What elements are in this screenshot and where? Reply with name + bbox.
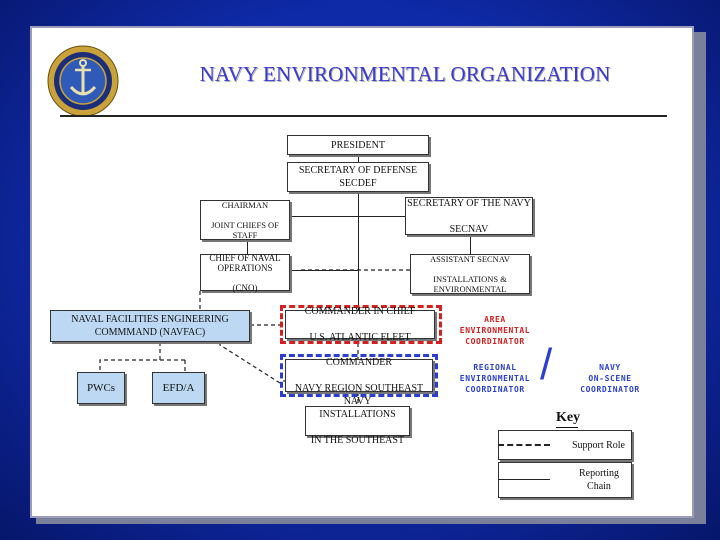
chairman-box: CHAIRMAN JOINT CHIEFS OF STAFF — [200, 200, 290, 240]
line-president-secdef — [358, 155, 359, 162]
region-highlight — [280, 354, 438, 397]
secnav-box: SECRETARY OF THE NAVY SECNAV — [405, 197, 533, 235]
cnrse-box: COMMANDER NAVY REGION SOUTHEAST — [285, 357, 433, 394]
installations-box: NAVY INSTALLATIONS IN THE SOUTHEAST — [305, 396, 410, 446]
secdef-box: SECRETARY OF DEFENSE SECDEF — [287, 162, 429, 192]
asn-box: ASSISTANT SECNAV INSTALLATIONS & ENVIRON… — [410, 254, 530, 294]
navy-seal-icon — [47, 45, 119, 117]
title-divider — [60, 115, 667, 117]
cinclant-box: COMMANDER IN CHIEF U.S. ATLANTIC FLEET — [285, 306, 435, 343]
key-title: Key — [556, 410, 581, 425]
key-support-line — [498, 444, 550, 446]
key-title-underline — [556, 427, 578, 428]
area-highlight — [280, 305, 442, 344]
regional-coordinator-label: REGIONAL ENVIRONMENTAL COORDINATOR — [459, 363, 531, 394]
line-secdef-branch — [358, 192, 359, 322]
key-reporting-label: Reporting Chain — [579, 468, 619, 492]
slash-icon: / — [540, 340, 553, 389]
osc-coordinator-label: NAVY ON-SCENE COORDINATOR — [580, 363, 640, 394]
key-support-label: Support Role — [571, 439, 625, 451]
page-title: NAVY ENVIRONMENTAL ORGANIZATION — [199, 62, 611, 86]
president-box: PRESIDENT — [287, 135, 429, 155]
navfac-box: NAVAL FACILITIES ENGINEERING COMMMAND (N… — [50, 310, 250, 342]
area-coordinator-label: AREA ENVIRONMENTAL COORDINATOR — [459, 315, 531, 346]
cno-box: CHIEF OF NAVAL OPERATIONS (CNO) — [200, 253, 290, 293]
key-reporting-box: Reporting Chain — [498, 462, 632, 498]
efda-box: EFD/A — [152, 372, 205, 404]
line-secdef-horizontal — [290, 216, 405, 217]
line-chairman-cno — [247, 240, 248, 254]
line-secnav-asn — [470, 236, 471, 254]
key-reporting-line — [498, 479, 550, 480]
pwcs-box: PWCs — [77, 372, 125, 404]
